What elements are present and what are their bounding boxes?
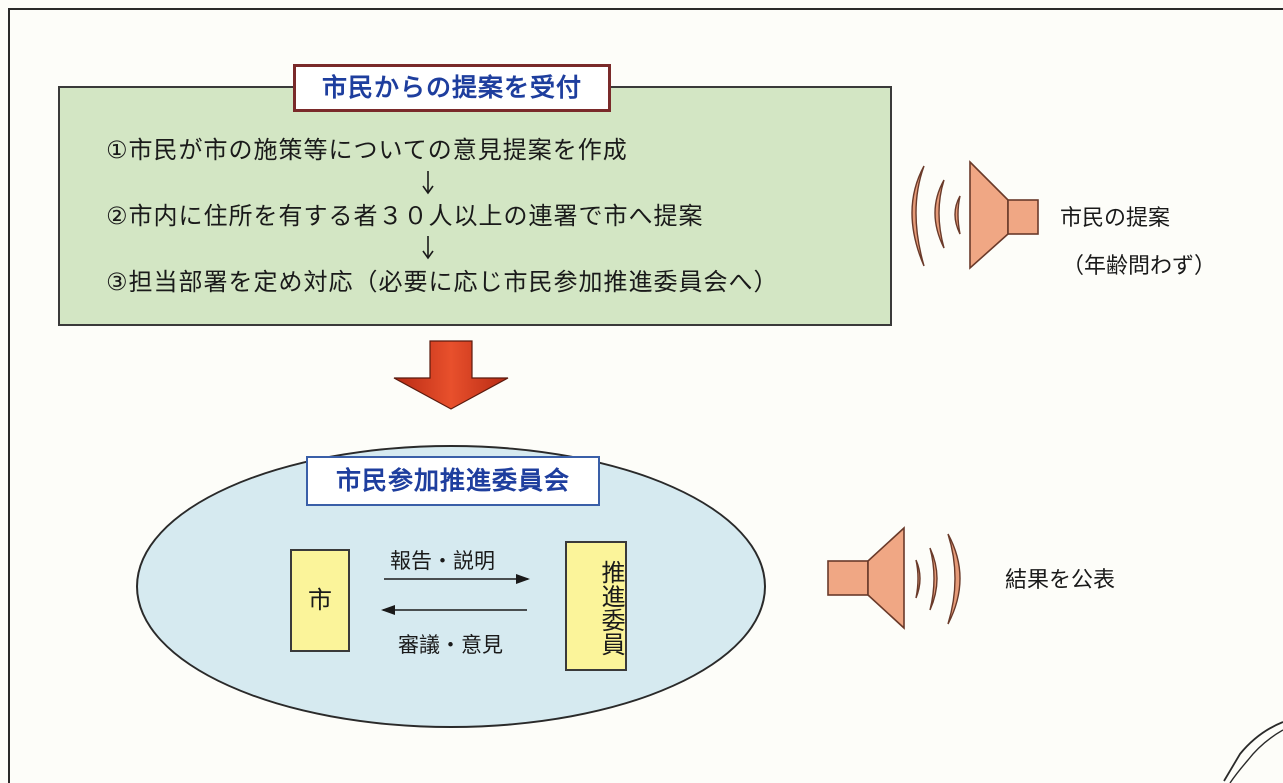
any-age-label: （年齢問わず） xyxy=(1062,254,1217,279)
proposal-intake-box xyxy=(58,86,892,326)
intake-step-3: ③担当部署を定め対応（必要に応じ市民参加推進委員会へ） xyxy=(106,268,779,296)
intake-step-2: ②市内に住所を有する者３０人以上の連署で市へ提案 xyxy=(106,202,704,230)
committee-title: 市民参加推進委員会 xyxy=(306,456,600,506)
flow-down-arrow-icon xyxy=(393,340,509,410)
promoter-members-label: 推進委員 xyxy=(597,559,625,656)
report-explanation-label: 報告・説明 xyxy=(390,549,495,573)
promoter-members-box: 推進委員 xyxy=(565,541,627,671)
deliberation-left-arrow-icon xyxy=(381,605,527,615)
incoming-megaphone-icon xyxy=(911,160,1039,270)
step-arrow-1-icon xyxy=(422,171,434,195)
report-right-arrow-icon xyxy=(384,574,530,584)
proposal-intake-title: 市民からの提案を受付 xyxy=(293,64,611,112)
intake-step-1: ①市民が市の施策等についての意見提案を作成 xyxy=(106,136,628,164)
page-curl-decoration xyxy=(1223,721,1283,783)
publish-results-label: 結果を公表 xyxy=(1005,568,1116,593)
deliberation-opinion-label: 審議・意見 xyxy=(398,633,503,657)
outer-frame xyxy=(8,8,1283,783)
outgoing-megaphone-icon xyxy=(827,526,961,630)
city-box: 市 xyxy=(290,549,350,652)
citizen-proposal-label: 市民の提案 xyxy=(1060,206,1171,231)
step-arrow-2-icon xyxy=(422,236,434,260)
